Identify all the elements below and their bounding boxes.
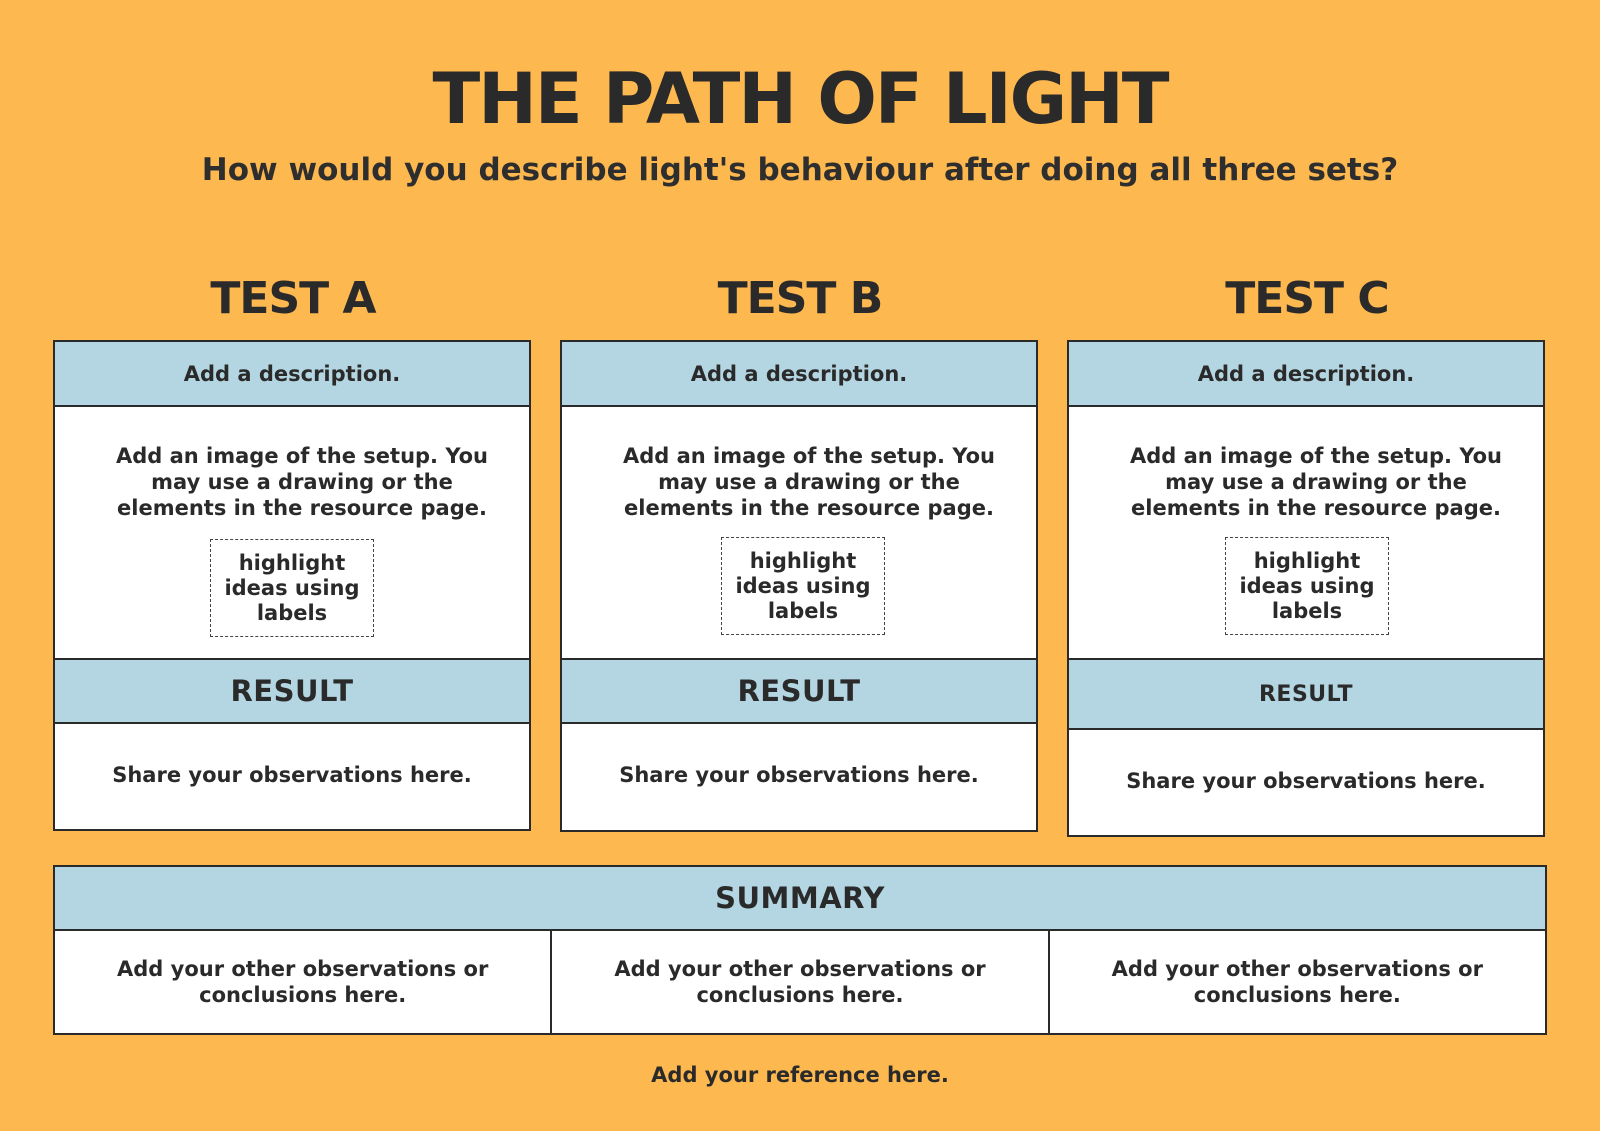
reference-text[interactable]: Add your reference here. xyxy=(651,1063,949,1087)
summary-cell[interactable]: Add your other observations or conclusio… xyxy=(1047,931,1545,1033)
summary-cell[interactable]: Add your other observations or conclusio… xyxy=(117,957,489,1007)
test-c-setup-text: Add an image of the setup. You may use a… xyxy=(1129,444,1503,520)
page-title: THE PATH OF LIGHT xyxy=(432,58,1170,140)
summary-row: Add your other observations or conclusio… xyxy=(55,931,1545,1033)
test-c-setup-area[interactable]: Add an image of the setup. You may use a… xyxy=(1069,407,1543,660)
test-c-description[interactable]: Add a description. xyxy=(1069,342,1543,407)
test-b-card: Add a description. Add an image of the s… xyxy=(560,340,1038,832)
summary-cell[interactable]: Add your other observations or conclusio… xyxy=(550,931,1047,1033)
test-c-heading: TEST C xyxy=(1225,273,1389,324)
summary-table: SUMMARY Add your other observations or c… xyxy=(53,865,1547,1035)
test-b-heading: TEST B xyxy=(717,273,884,324)
test-b-result-heading: RESULT xyxy=(562,660,1036,724)
test-a-label-box[interactable]: highlight ideas using labels xyxy=(210,539,374,637)
test-a-setup-area[interactable]: Add an image of the setup. You may use a… xyxy=(55,407,529,660)
test-a-result-heading: RESULT xyxy=(55,660,529,724)
test-b-setup-text: Add an image of the setup. You may use a… xyxy=(622,444,996,520)
test-c-card: Add a description. Add an image of the s… xyxy=(1067,340,1545,837)
test-a-setup-text: Add an image of the setup. You may use a… xyxy=(115,444,489,520)
test-b-setup-area[interactable]: Add an image of the setup. You may use a… xyxy=(562,407,1036,660)
test-a-heading: TEST A xyxy=(210,273,376,324)
test-b-result-text[interactable]: Share your observations here. xyxy=(619,762,979,787)
test-c-label-box[interactable]: highlight ideas using labels xyxy=(1225,537,1389,635)
test-b-description[interactable]: Add a description. xyxy=(562,342,1036,407)
page-subtitle: How would you describe light's behaviour… xyxy=(201,152,1399,188)
test-a-result-text[interactable]: Share your observations here. xyxy=(112,762,472,787)
test-a-card: Add a description. Add an image of the s… xyxy=(53,340,531,831)
test-a-description[interactable]: Add a description. xyxy=(55,342,529,407)
test-b-label-box[interactable]: highlight ideas using labels xyxy=(721,537,885,635)
summary-heading: SUMMARY xyxy=(55,867,1545,931)
test-c-result-heading: RESULT xyxy=(1069,660,1543,730)
test-c-result-text[interactable]: Share your observations here. xyxy=(1126,768,1486,793)
